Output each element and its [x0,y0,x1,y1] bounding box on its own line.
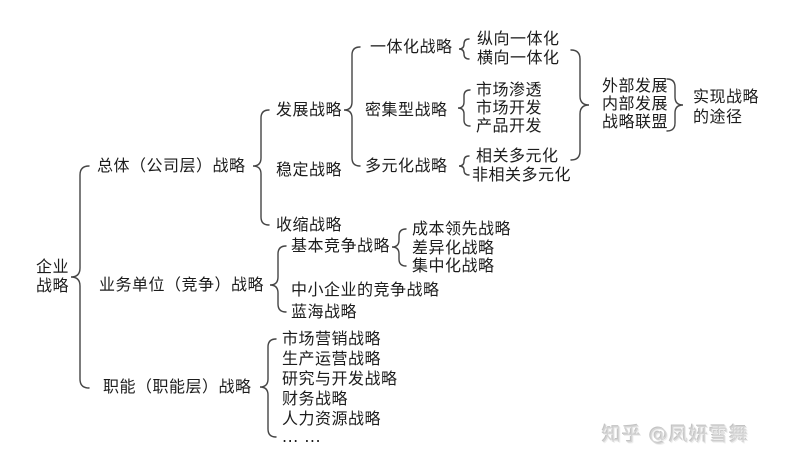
node-marketing-strategy: 市场营销战略 [282,329,382,348]
annotation-caption: 实现战略 的途径 [693,87,759,127]
node-retrenchment-strategy: 收缩战略 [276,215,343,234]
node-enterprise-strategy-line2: 战略 [36,276,70,295]
annotation-strategic-alliance: 战略联盟 [602,112,669,131]
node-rd-strategy: 研究与开发战略 [282,369,398,388]
node-product-development: 产品开发 [476,116,543,135]
node-basic-competitive-strategy: 基本竞争战略 [291,236,391,255]
node-enterprise-strategy-line1: 企业 [36,257,70,276]
annotation-caption-line2: 的途径 [693,107,743,126]
node-blue-ocean-strategy: 蓝海战略 [291,302,358,321]
annotation-caption-line1: 实现战略 [693,87,760,106]
brace-functional [259,338,277,438]
node-enterprise-strategy: 企业 战略 [36,257,69,295]
node-horizontal-integration: 横向一体化 [477,48,560,67]
node-financial-strategy: 财务战略 [282,389,349,408]
brace-caption [666,78,684,132]
node-ellipsis: ... ... [282,427,322,446]
annotation-internal-development: 内部发展 [602,94,669,113]
watermark: 知乎 @凤妍雪舞 [602,423,750,446]
brace-development [343,46,361,167]
node-functional-strategy: 职能（职能层）战略 [103,377,252,396]
node-hr-strategy: 人力资源战略 [282,409,382,428]
node-market-development: 市场开发 [476,98,543,117]
node-development-strategy: 发展战略 [276,100,343,119]
node-vertical-integration: 纵向一体化 [477,29,560,48]
brace-business-unit [269,245,287,313]
node-market-penetration: 市场渗透 [476,80,543,99]
node-diversification-strategy: 多元化战略 [365,156,448,175]
node-integration-strategy: 一体化战略 [370,37,453,56]
node-intensive-strategy: 密集型战略 [365,100,448,119]
brace-basic-competitive [391,228,407,267]
node-stability-strategy: 稳定战略 [276,160,343,179]
node-focus-strategy: 集中化战略 [412,256,495,275]
brace-paths-group [570,49,590,161]
brace-root [70,165,90,389]
node-related-diversification: 相关多元化 [476,146,559,165]
node-corporate-level-strategy: 总体（公司层）战略 [97,156,246,175]
brace-integration [458,38,470,60]
brace-intensive [457,89,471,127]
annotation-external-development: 外部发展 [602,76,669,95]
node-sme-competitive-strategy: 中小企业的竞争战略 [291,280,440,299]
node-business-unit-strategy: 业务单位（竞争）战略 [99,275,265,294]
brace-corporate [252,109,270,226]
node-cost-leadership-strategy: 成本领先战略 [412,219,512,238]
brace-diversification [458,155,470,176]
node-production-operations-strategy: 生产运营战略 [282,349,382,368]
node-differentiation-strategy: 差异化战略 [412,238,495,257]
node-unrelated-diversification: 非相关多元化 [472,165,572,184]
